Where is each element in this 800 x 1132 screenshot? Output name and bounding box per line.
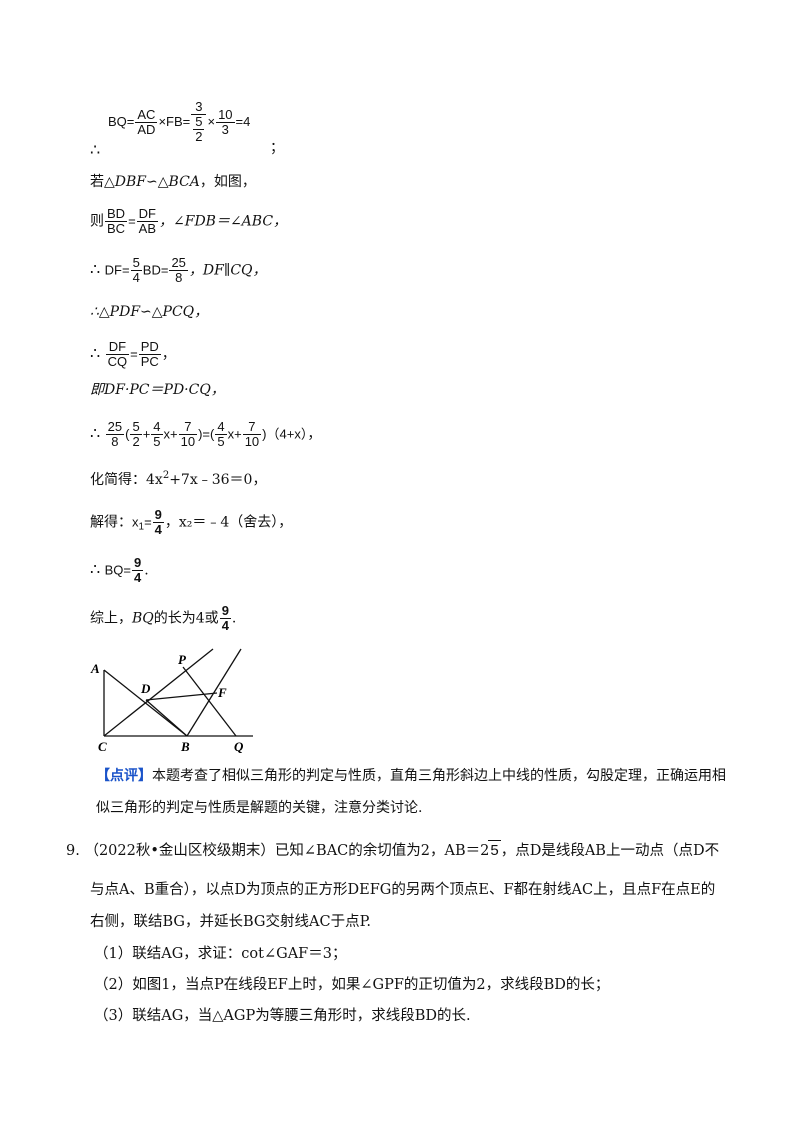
question-9-line-2: 与点A、B重合），以点D为顶点的正方形DEFG的另两个顶点E、F都在射线AC上，… bbox=[90, 882, 716, 898]
label-c: C bbox=[98, 739, 107, 754]
bq-lhs: BQ= bbox=[108, 114, 135, 129]
label-q: Q bbox=[234, 739, 244, 754]
segment-pq bbox=[182, 666, 237, 737]
question-9-part-2: （2）如图1，当点P在线段EF上时，如果∠GPF的正切值为2，求线段BD的长； bbox=[94, 977, 610, 993]
label-d: D bbox=[140, 681, 151, 696]
product-equation: 即DF·PC＝PD·CQ， bbox=[90, 382, 225, 398]
semicolon: ； bbox=[270, 140, 284, 156]
label-p: P bbox=[178, 652, 187, 667]
question-9-part-1: （1）联结AG，求证：cot∠GAF＝3； bbox=[94, 946, 347, 962]
question-9-part-3: （3）联结AG，当△AGP为等腰三角形时，求线段BD的长. bbox=[94, 1008, 471, 1024]
similar-triangles-pdf-pcq: ∴△PDF∽△PCQ， bbox=[90, 304, 209, 320]
sqrt-5: 5 bbox=[488, 840, 501, 859]
segment-db bbox=[145, 699, 188, 737]
segment-df bbox=[145, 692, 218, 701]
result-4: =4 bbox=[235, 114, 251, 129]
therefore-symbol: ∴ bbox=[90, 140, 101, 159]
comment-line-1: 【点评】本题考查了相似三角形的判定与性质，直角三角形斜边上中线的性质，勾股定理，… bbox=[96, 768, 726, 784]
times-sign: × bbox=[207, 114, 216, 129]
comment-line-2: 似三角形的判定与性质是解题的关键，注意分类讨论. bbox=[96, 800, 423, 816]
similarity-assumption: 若△DBF∽△BCA，如图， bbox=[90, 174, 256, 190]
segment-c-to-ray bbox=[103, 648, 214, 737]
label-a: A bbox=[90, 661, 100, 676]
geometry-figure: A C D B P F Q bbox=[90, 648, 253, 754]
times-fb: ×FB= bbox=[158, 114, 191, 129]
label-f: F bbox=[217, 685, 227, 700]
segment-bf-ray bbox=[186, 648, 242, 737]
question-9-line-1: 9. （2022秋•金山区校级期末）已知∠BAC的余切值为2，AB＝25，点D是… bbox=[66, 840, 720, 859]
simplified-equation: 化简得：4x2+7x﹣36＝0， bbox=[90, 470, 267, 488]
label-b: B bbox=[180, 739, 190, 754]
question-number: 9. bbox=[66, 843, 80, 859]
comment-tag: 【点评】 bbox=[96, 768, 152, 784]
question-9-line-3: 右侧，联结BG，并延长BG交射线AC于点P. bbox=[90, 914, 372, 930]
